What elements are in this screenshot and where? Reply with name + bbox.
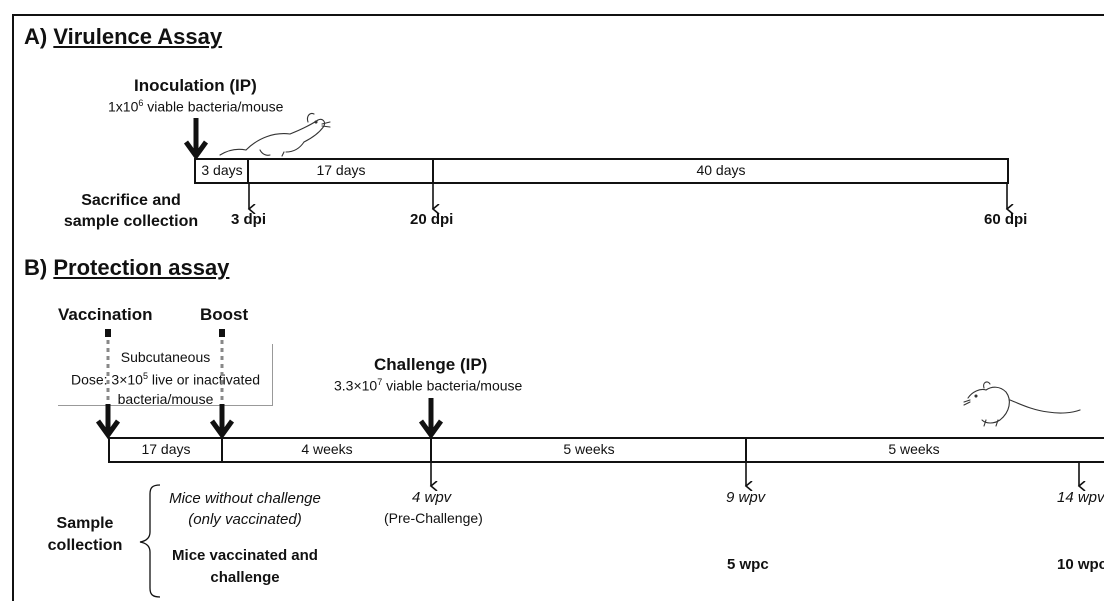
vac-dose-exp: 5 — [142, 371, 148, 381]
point-10wpc: 10 wpc — [1057, 556, 1104, 573]
point-3dpi: 3 dpi — [231, 211, 267, 228]
group2-line1: Mice vaccinated and — [172, 547, 318, 564]
timeline-divider — [430, 437, 432, 463]
segment-label: 5 weeks — [563, 441, 615, 457]
timeline-divider — [247, 158, 249, 184]
section-a-prefix: A) — [24, 24, 48, 49]
dose-exp: 6 — [138, 98, 144, 108]
segment-label: 17 days — [141, 441, 191, 457]
inoculation-dose: 1x106 viable bacteria/mouse — [108, 98, 283, 115]
sacrifice-line1: Sacrifice and — [81, 192, 181, 209]
sacrifice-label: Sacrifice and sample collection — [56, 192, 206, 231]
point-9wpv: 9 wpv — [726, 489, 766, 506]
dose-line3: bacteria/mouse — [117, 390, 214, 407]
dose-info-box — [58, 344, 273, 406]
dose-info: Subcutaneous Dose: 3×105 live or inactiv… — [58, 348, 273, 409]
sample-line2: collection — [47, 537, 123, 554]
timeline-divider — [745, 437, 747, 463]
mouse-illustration — [963, 381, 1081, 427]
ch-dose-pre: 3.3×10 — [334, 377, 378, 394]
challenge-dose: 3.3×107 viable bacteria/mouse — [334, 377, 522, 394]
route-text: Subcutaneous — [120, 349, 211, 365]
pre-challenge-note: (Pre-Challenge) — [384, 510, 483, 526]
inoculation-arrow — [183, 118, 209, 161]
inoculation-label: Inoculation (IP) — [134, 76, 257, 95]
point-5wpc: 5 wpc — [727, 556, 769, 573]
sample-collection-label: Sample collection — [40, 515, 130, 555]
point-14wpv: 14 wpv — [1057, 489, 1104, 506]
point-60dpi: 60 dpi — [984, 211, 1028, 228]
vaccination-label: Vaccination — [58, 305, 153, 324]
challenge-arrow — [418, 398, 444, 440]
ch-dose-exp: 7 — [377, 377, 383, 387]
section-a-title: A) Virulence Assay — [24, 24, 222, 50]
ch-dose-post: viable bacteria/mouse — [382, 377, 523, 394]
sacrifice-line2: sample collection — [63, 213, 199, 230]
dose-post: viable bacteria/mouse — [143, 98, 284, 115]
protection-timeline-bar — [108, 437, 1104, 463]
vaccination-arrow — [95, 329, 121, 440]
figure-frame — [12, 14, 1104, 601]
segment-label: 3 days — [201, 162, 243, 178]
section-a-title-text: Virulence Assay — [53, 24, 223, 49]
sample-line1: Sample — [56, 515, 114, 532]
mouse-illustration — [219, 112, 331, 157]
vac-dose-pre: Dose: 3×10 — [70, 371, 143, 388]
point-20dpi: 20 dpi — [410, 211, 454, 228]
boost-label: Boost — [200, 305, 249, 324]
section-b-prefix: B) — [24, 255, 48, 280]
group-vaccinated-challenge: Mice vaccinated and challenge — [150, 545, 340, 589]
segment-label: 17 days — [316, 162, 366, 178]
boost-arrow — [209, 329, 235, 440]
virulence-timeline-bar — [194, 158, 1009, 184]
segment-label: 4 weeks — [301, 441, 353, 457]
section-b-title-text: Protection assay — [53, 255, 230, 280]
group1-line1: Mice without challenge — [169, 490, 321, 507]
challenge-label: Challenge (IP) — [374, 355, 488, 374]
segment-label: 40 days — [696, 162, 746, 178]
timeline-divider — [432, 158, 434, 184]
group2-line2: challenge — [210, 569, 280, 586]
timeline-divider — [221, 437, 223, 463]
dose-line: Dose: 3×105 live or inactivated — [58, 367, 273, 390]
section-b-title: B) Protection assay — [24, 255, 229, 281]
vac-dose-post: live or inactivated — [147, 371, 261, 388]
group1-line2: (only vaccinated) — [188, 511, 302, 528]
group-without-challenge: Mice without challenge (only vaccinated) — [150, 488, 340, 530]
point-4wpv: 4 wpv — [412, 489, 452, 506]
sample-collection-brace — [139, 484, 161, 598]
dose-pre: 1x10 — [108, 98, 139, 115]
segment-label: 5 weeks — [888, 441, 940, 457]
